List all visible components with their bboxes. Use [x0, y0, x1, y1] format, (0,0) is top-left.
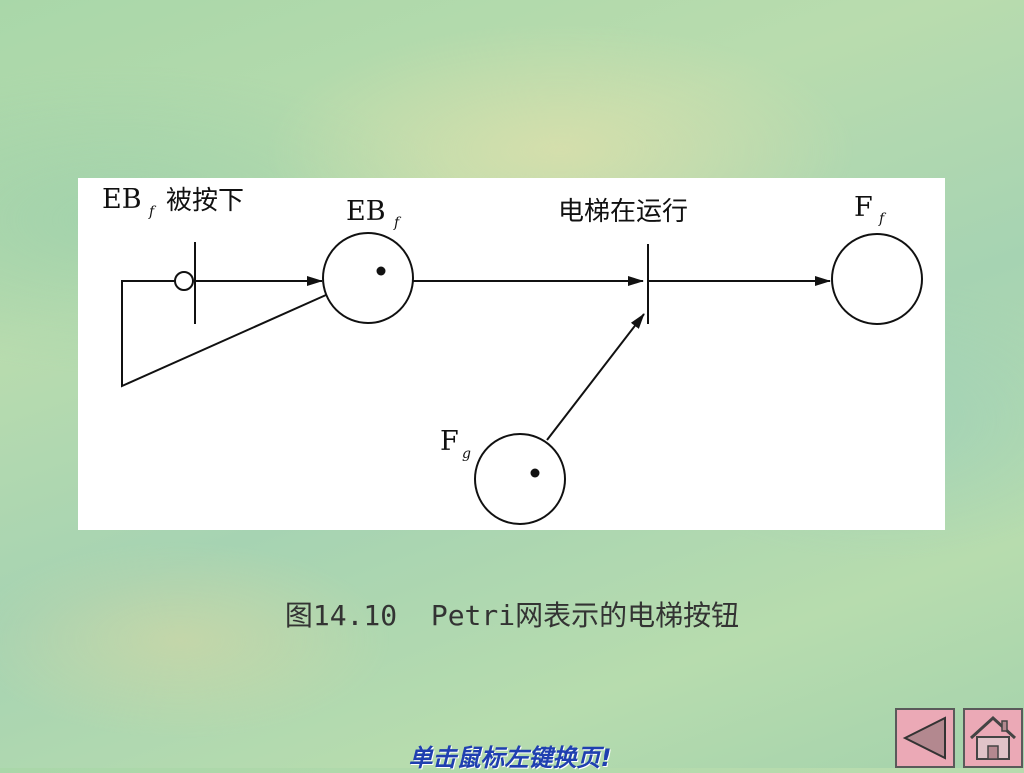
- elevator-running-label: 电梯在运行: [558, 197, 688, 227]
- place-eb-label-sub: f: [393, 215, 402, 231]
- place-fg-label-main: F: [440, 426, 459, 457]
- place-fg-token: [530, 468, 540, 478]
- petri-net-svg: EB f 被按下 EB f 电梯在运行 F f F g: [102, 184, 923, 525]
- place-eb-token: [376, 266, 386, 276]
- place-fg: [474, 433, 566, 525]
- arc-fg-place-to-running: [546, 313, 645, 441]
- place-ff: [831, 233, 923, 325]
- house-icon: [969, 715, 1017, 760]
- left-triangle-icon: [902, 716, 946, 760]
- place-fg-label-sub: g: [462, 446, 471, 462]
- place-ff-label-sub: f: [878, 211, 887, 227]
- inhibitor-arc-loop: [121, 280, 327, 388]
- place-ff-label-main: F: [854, 192, 873, 223]
- eb-pressed-label-sub: f: [148, 204, 157, 220]
- home-button[interactable]: [963, 708, 1023, 768]
- figure-caption: 图14.10 Petri网表示的电梯按钮: [284, 599, 740, 632]
- previous-page-button[interactable]: [895, 708, 955, 768]
- petri-net-diagram: EB f 被按下 EB f 电梯在运行 F f F g: [78, 178, 945, 530]
- inhibitor-arc-circle: [174, 271, 194, 291]
- page-turn-hint: 单击鼠标左键换页!: [408, 744, 612, 772]
- eb-pressed-label-main: EB: [102, 184, 142, 215]
- place-eb: [322, 232, 414, 324]
- place-eb-label-main: EB: [346, 196, 386, 227]
- eb-pressed-label-text: 被按下: [166, 186, 244, 216]
